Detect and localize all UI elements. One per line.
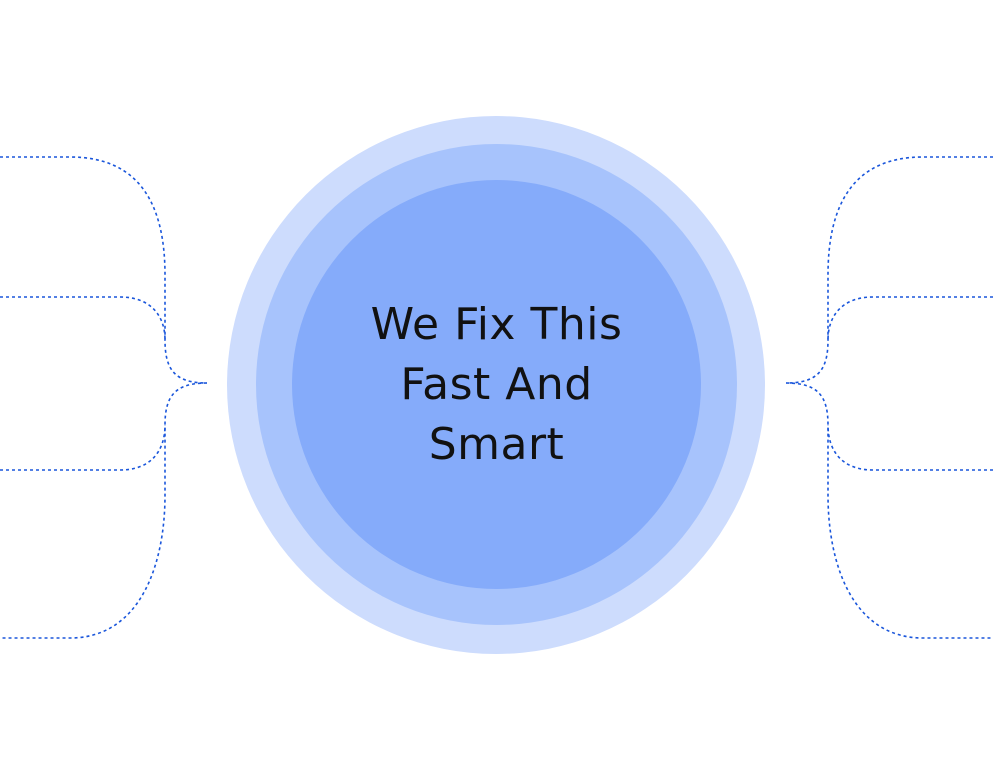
center-title-line-3: Smart [428, 418, 565, 470]
right-connector-bottom [785, 382, 993, 639]
center-title-line-1: We Fix This [370, 298, 623, 350]
right-connector-lower-middle [827, 424, 993, 471]
left-connector-bottom [0, 382, 208, 639]
left-connector-lower-middle [0, 424, 166, 471]
right-connector-upper-middle [827, 296, 993, 341]
inner-circle [292, 180, 701, 589]
left-connector-top [0, 156, 208, 384]
left-connector-upper-middle [0, 296, 166, 341]
center-title-line-2: Fast And [400, 358, 593, 410]
center-title: We Fix This Fast And Smart [292, 180, 701, 589]
right-connector-top [785, 156, 993, 384]
